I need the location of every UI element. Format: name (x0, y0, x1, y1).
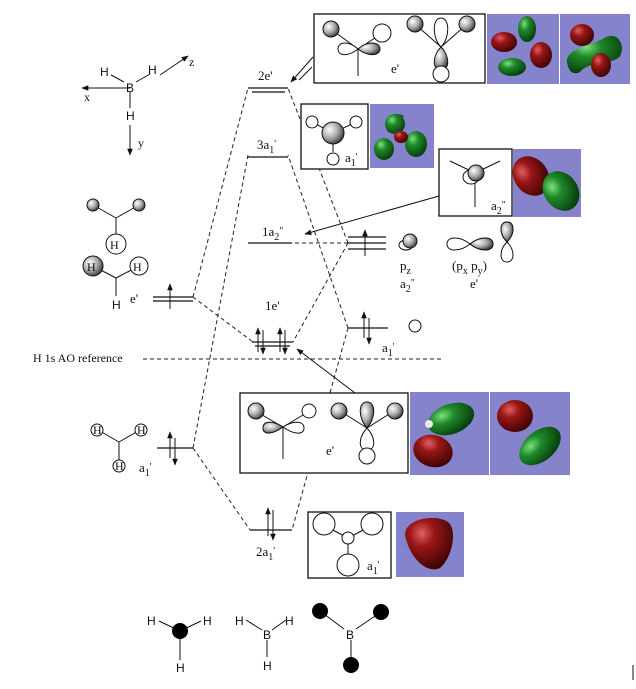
h-label: H (285, 614, 294, 628)
structure-boron-filled: H H H (147, 614, 212, 675)
pz-label: pz (400, 258, 412, 277)
h-label: H (147, 614, 156, 628)
mo-render-1a2-double-prime (512, 149, 581, 217)
ligand-e-salc-1: H (86, 198, 146, 255)
ligand-e-label: e' (130, 291, 138, 306)
level-1a2-double-prime: 1a2" (248, 224, 292, 244)
level-1e-prime: 1e' (252, 298, 293, 355)
level-label: 2a1' (256, 544, 275, 563)
h-atom-label: H (93, 423, 102, 437)
boron-label: B (126, 81, 134, 95)
level-2a1-prime: 2a1' (250, 507, 292, 563)
axis-diagram: B H H H x z y (81, 55, 194, 156)
h-atom-label: H (110, 238, 119, 252)
boron-label: B (346, 628, 354, 642)
boron-s-level: a1' (348, 311, 422, 359)
h-atom-label: H (133, 260, 142, 274)
box-3a1-prime: a1' (300, 103, 369, 170)
h-label: H (263, 659, 272, 673)
mo-render-3a1-prime (370, 104, 434, 168)
boron-label: B (263, 628, 271, 642)
level-2e-prime: 2e' (248, 68, 288, 93)
x-axis-label: x (84, 90, 90, 104)
box-label: e' (326, 443, 334, 458)
reference-label: H 1s AO reference (33, 351, 123, 365)
y-axis-label: y (138, 136, 144, 150)
ligand-a1-salc: H H H (90, 423, 148, 473)
pointer-arrow (304, 195, 440, 235)
z-axis-arrow (159, 55, 189, 76)
h1s-reference: H 1s AO reference (33, 351, 444, 365)
box-2e-prime: e' (298, 13, 486, 84)
box-1e-prime: e' (239, 392, 409, 474)
structure-h-filled: B (312, 603, 389, 673)
h-label: H (100, 65, 109, 79)
boron-a1-label: a1' (382, 340, 395, 359)
boron-e-label: e' (470, 276, 478, 291)
s-orbital-icon (408, 319, 422, 333)
boron-p-level: pz a2" (px py) e' (348, 221, 514, 295)
ligand-e-prime-level: e' (130, 283, 193, 309)
level-3a1-prime: 3a1' (248, 137, 288, 158)
z-axis-label: z (189, 55, 194, 69)
box-label: a1' (367, 558, 380, 577)
ligand-e-salc-2: H H H (82, 255, 149, 312)
h-label: H (126, 109, 135, 123)
correlation-lines (192, 87, 349, 531)
level-label: 2e' (258, 68, 273, 83)
pxpy-label: (px py) (452, 258, 487, 277)
mo-render-2a1-prime (396, 512, 464, 577)
level-label: 1a2" (262, 224, 283, 243)
structure-bh3: B H H H (235, 614, 294, 673)
a2pp-label: a2" (400, 276, 415, 295)
box-label: a2" (491, 198, 506, 217)
pointer-arrow (296, 348, 356, 394)
box-label: a1' (345, 150, 358, 169)
ligand-a1-prime-level: a1' (139, 431, 193, 479)
h-atom-label: H (87, 260, 96, 274)
h-label: H (235, 614, 244, 628)
box-2a1-prime: a1' (307, 511, 392, 579)
ligand-a1-label: a1' (139, 460, 152, 479)
h-atom-label: H (112, 298, 121, 312)
box-1a2-double-prime: a2" (438, 148, 513, 217)
pointer-arrow (290, 56, 314, 83)
mo-render-2e-prime (487, 14, 630, 84)
h-atom-label: H (137, 423, 146, 437)
pz-orbital-icon (402, 233, 418, 249)
level-label: 1e' (265, 298, 280, 313)
h-label: H (203, 614, 212, 628)
h-label: H (176, 661, 185, 675)
h-label: H (148, 63, 157, 77)
mo-render-1e-prime (410, 392, 570, 475)
box-label: e' (391, 61, 399, 76)
level-label: 3a1' (257, 137, 276, 156)
h-atom-label: H (115, 459, 124, 473)
